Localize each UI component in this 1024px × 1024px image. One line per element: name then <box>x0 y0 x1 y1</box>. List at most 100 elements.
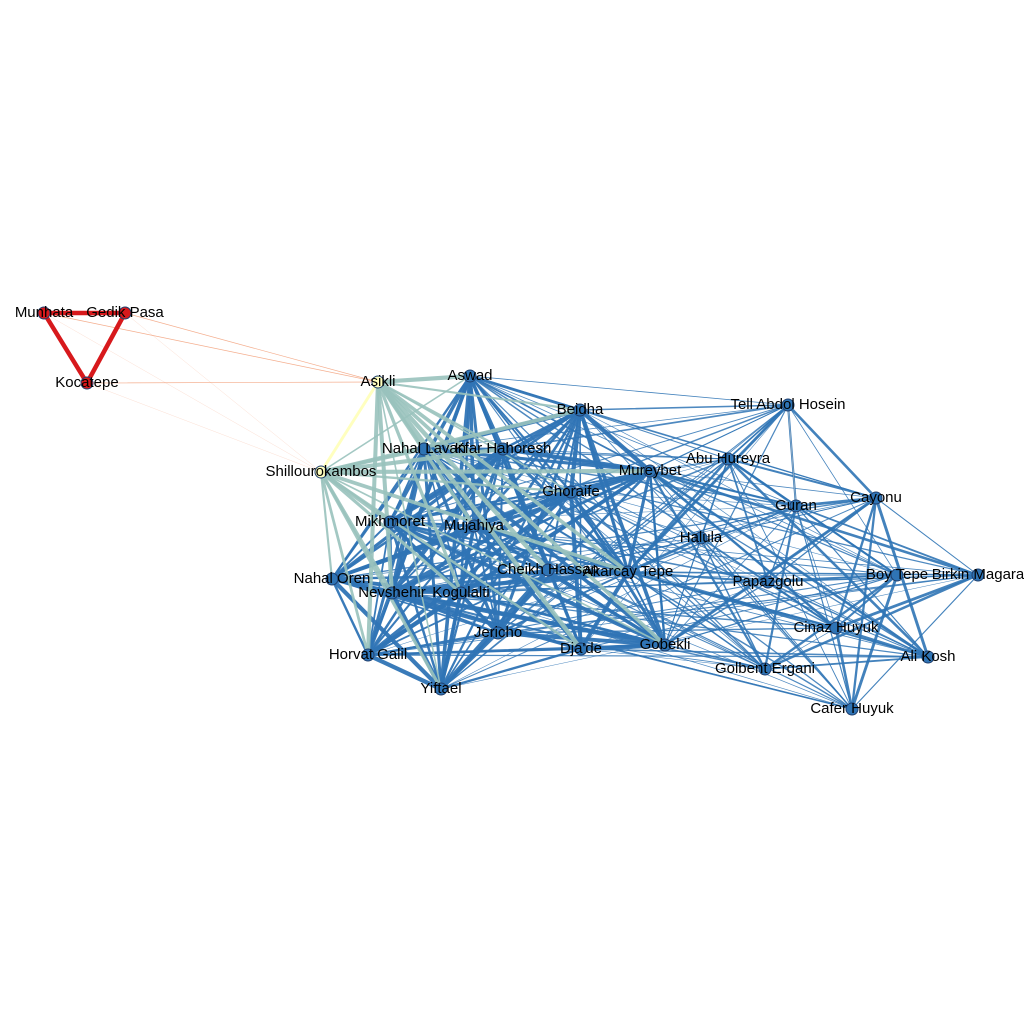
node-label-BirkinMagara: Birkin Magara <box>932 566 1024 583</box>
edge-Mureybet-CinazHuyuk <box>648 469 838 630</box>
node-label-Mikhmoret: Mikhmoret <box>355 513 426 530</box>
edge-AkarcayTepe-Gobekli <box>627 571 666 646</box>
edge-Nevshehir-Mureybet <box>390 469 652 595</box>
node-label-Papazgolu: Papazgolu <box>733 573 804 590</box>
node-label-Asikli: Asikli <box>360 373 395 390</box>
node-label-BoyTepe: Boy Tepe <box>866 566 928 583</box>
node-label-Kocatepe: Kocatepe <box>55 374 118 391</box>
node-HorvatGalil <box>361 648 375 662</box>
edge-Asikli-Yiftael <box>377 381 442 690</box>
node-GolbentErgani <box>758 662 772 676</box>
edge-GedikPasa-Asikli <box>124 312 379 383</box>
edge-Cayonu-CinazHuyuk <box>834 496 878 630</box>
edge-GedikPasa-Shillourokambos <box>124 312 322 473</box>
edge-AkarcayTepe-Jericho <box>497 571 629 634</box>
edge-Nevshehir-CaferHuyuk <box>391 592 853 710</box>
edge-Yiftael-Mureybet <box>439 469 652 691</box>
edge-Halula-CaferHuyuk <box>700 537 853 710</box>
edge-BoyTepe-Gobekli <box>664 574 898 646</box>
node-label-AbuHureyra: Abu Hureyra <box>686 450 771 467</box>
edge-Asikli-Gobekli <box>376 380 667 647</box>
edge-Aswad-Beidha <box>468 374 582 412</box>
node-label-AliKosh: Ali Kosh <box>900 648 955 665</box>
node-TellAbdolHosein <box>781 398 795 412</box>
node-Munhata <box>37 306 51 320</box>
edge-Shillourokambos-Mureybet <box>318 468 653 475</box>
node-BirkinMagara <box>971 568 985 582</box>
node-AkarcayTepe <box>621 565 635 579</box>
node-AliKosh <box>921 650 935 664</box>
node-NahalLavan <box>417 442 431 456</box>
edge-Shillourokambos-Ghoraife <box>319 470 573 494</box>
edge-Asikli-Nevshehir <box>375 379 395 596</box>
edge-Djade-GolbentErgani <box>580 648 766 670</box>
edge-Yiftael-Guran <box>440 505 797 690</box>
edge-Guran-BirkinMagara <box>795 505 979 576</box>
edge-Ghoraife-CinazHuyuk <box>570 491 837 629</box>
edge-AliKosh-GolbentErgani <box>764 656 929 670</box>
node-layer <box>37 306 985 716</box>
node-label-Halula: Halula <box>680 529 723 546</box>
node-Djade <box>574 642 588 656</box>
edge-NahalLavan-TellAbdolHosein <box>423 404 789 450</box>
node-BoyTepe <box>890 568 904 582</box>
node-label-Nevshehir: Nevshehir <box>358 584 426 601</box>
edge-Asikli-Djade <box>375 379 584 652</box>
node-Gobekli <box>658 638 672 652</box>
edge-Yiftael-TellAbdolHosein <box>440 404 789 690</box>
node-Shillourokambos <box>314 465 328 479</box>
edge-Cayonu-BirkinMagara <box>875 497 979 576</box>
edge-Cayonu-Gobekli <box>663 496 878 647</box>
edge-Kogulalti-Gobekli <box>459 591 667 647</box>
edge-Papazgolu-AliKosh <box>767 581 929 658</box>
node-NahalOren <box>325 572 339 586</box>
edge-Jericho-Gobekli <box>496 631 667 647</box>
edge-AbuHureyra-CaferHuyuk <box>727 458 853 710</box>
edge-Cayonu-TellAbdolHosein <box>786 403 878 500</box>
edge-Guran-CinazHuyuk <box>795 505 837 629</box>
edge-NahalOren-HorvatGalil <box>330 577 370 657</box>
node-label-CinazHuyuk: Cinaz Huyuk <box>793 619 879 636</box>
edge-Papazgolu-CinazHuyuk <box>767 581 837 629</box>
node-label-Mujahiya: Mujahiya <box>444 517 505 534</box>
edge-Asikli-AkarcayTepe <box>376 380 630 574</box>
edge-Mikhmoret-NahalOren <box>331 521 391 580</box>
edge-BirkinMagara-CinazHuyuk <box>834 573 980 630</box>
node-Aswad <box>463 369 477 383</box>
node-label-Mureybet: Mureybet <box>619 462 682 479</box>
edge-HorvatGalil-Yiftael <box>365 652 444 692</box>
edge-Shillourokambos-Yiftael <box>319 470 443 691</box>
edge-Gobekli-Guran <box>664 505 797 646</box>
edge-Aswad-Guran <box>469 375 797 507</box>
node-Kogulalti <box>454 586 468 600</box>
node-Cayonu <box>869 491 883 505</box>
edge-Munhata-Kocatepe <box>41 310 90 386</box>
edge-Guran-AliKosh <box>795 505 929 658</box>
edge-AkarcayTepe-TellAbdolHosein <box>626 403 790 574</box>
edge-NahalOren-Yiftael <box>329 576 444 692</box>
edge-BoyTepe-GolbentErgani <box>763 573 899 671</box>
edge-Mureybet-BirkinMagara <box>648 469 980 577</box>
edge-Beidha-Mureybet <box>577 407 653 474</box>
edge-Beidha-AbuHureyra <box>579 409 729 460</box>
node-AbuHureyra <box>721 452 735 466</box>
node-label-GolbentErgani: Golbent Ergani <box>715 660 815 677</box>
edge-AbuHureyra-Cayonu <box>726 457 878 500</box>
edge-HorvatGalil-AliKosh <box>367 654 929 658</box>
edge-KfarHahoresh-Djade <box>501 447 583 651</box>
edge-Jericho-HorvatGalil <box>366 631 500 657</box>
edge-AkarcayTepe-Mureybet <box>626 469 652 574</box>
node-CinazHuyuk <box>829 621 843 635</box>
edge-Djade-Yiftael <box>439 647 583 691</box>
edge-Shillourokambos-Kogulalti <box>319 470 463 595</box>
node-label-Ghoraife: Ghoraife <box>542 483 600 500</box>
node-label-Kogulalti: Kogulalti <box>432 584 490 601</box>
node-Beidha <box>573 403 587 417</box>
edge-HorvatGalil-Mureybet <box>366 469 652 657</box>
edge-Beidha-Ghoraife <box>568 407 583 495</box>
node-label-Guran: Guran <box>775 497 817 514</box>
node-CheikhHassan <box>541 563 555 577</box>
edge-HorvatGalil-Gobekli <box>366 643 667 657</box>
edge-Aswad-BoyTepe <box>469 375 898 576</box>
